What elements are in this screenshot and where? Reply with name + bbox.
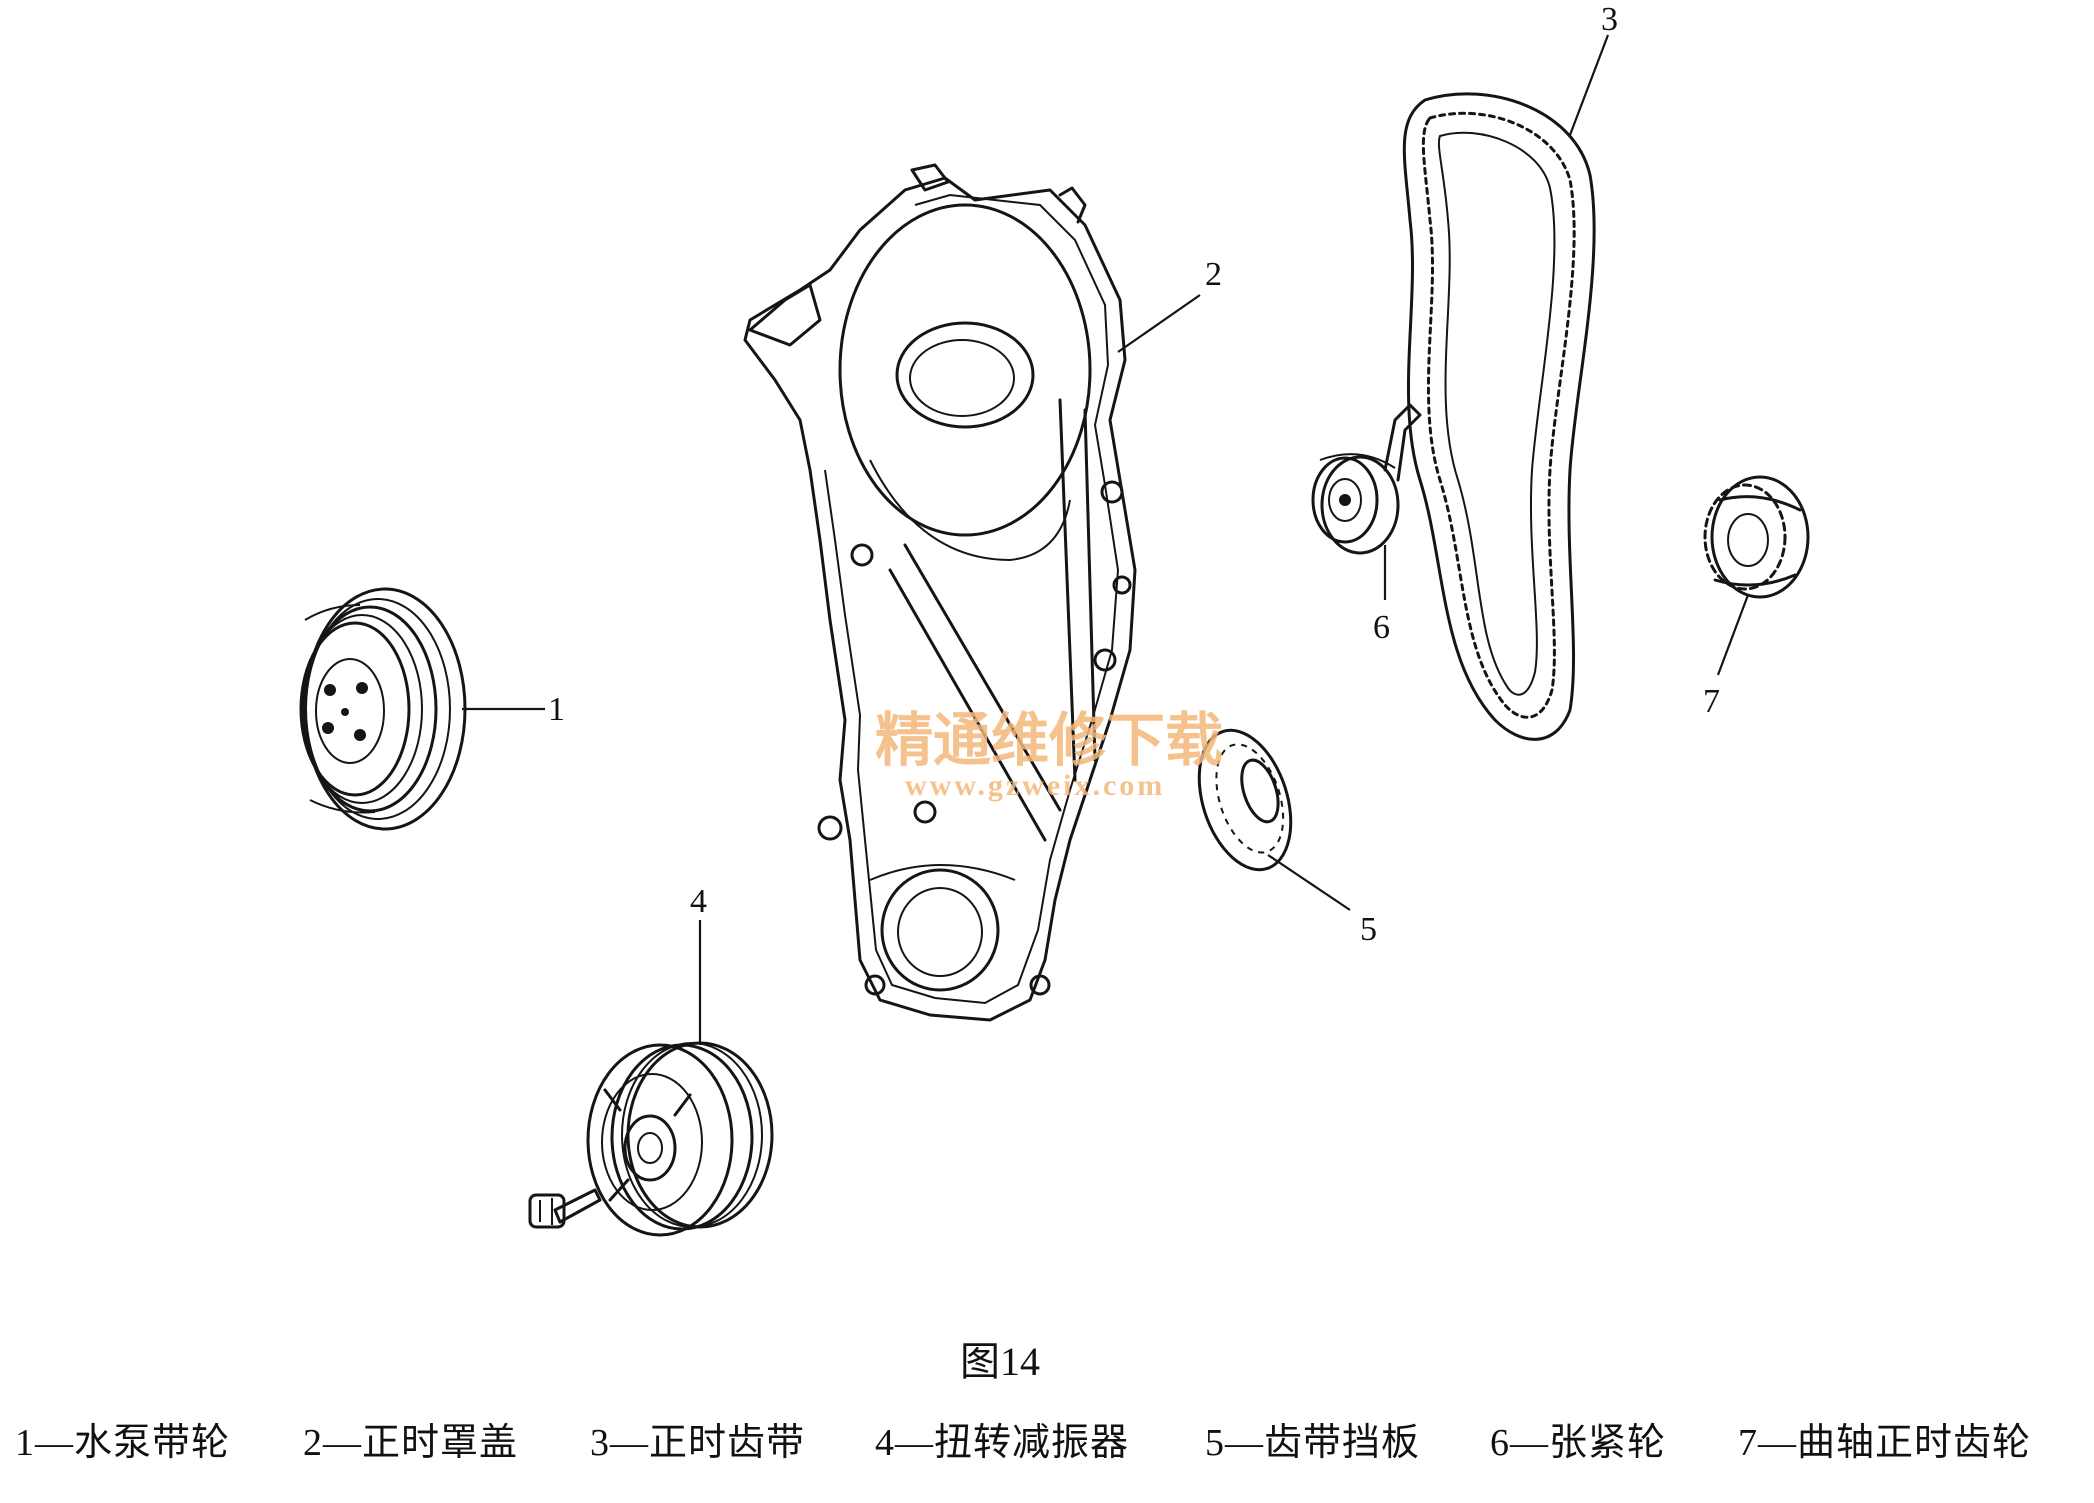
watermark-url: www.gzweix.com (905, 769, 1165, 802)
timing-belt (1402, 92, 1596, 741)
legend-item-5: 5—齿带挡板 (1205, 1422, 1420, 1464)
legend-item-3: 3—正时齿带 (590, 1422, 805, 1464)
callout-number-1: 1 (548, 691, 565, 728)
callout-number-4: 4 (690, 883, 707, 920)
water-pump-pulley (299, 587, 467, 831)
leader-line-3 (1568, 34, 1610, 136)
callout-number-7: 7 (1703, 683, 1720, 720)
callout-number-3: 3 (1601, 1, 1618, 38)
callout-number-5: 5 (1360, 911, 1377, 948)
leader-line-2 (1117, 294, 1201, 353)
legend-item-4: 4—扭转减振器 (875, 1422, 1129, 1464)
parts-legend: 1—水泵带轮 2—正时罩盖 3—正时齿带 4—扭转减振器 5—齿带挡板 6—张紧… (15, 1422, 2031, 1464)
callout-number-6: 6 (1373, 609, 1390, 646)
leader-line-7 (1716, 594, 1750, 676)
tensioner-pulley (1311, 403, 1422, 555)
leader-line-5 (1267, 854, 1351, 911)
legend-item-2: 2—正时罩盖 (303, 1422, 518, 1464)
legend-item-1: 1—水泵带轮 (15, 1422, 230, 1464)
timing-cover (743, 163, 1137, 1022)
figure-caption: 图14 (960, 1339, 1040, 1384)
legend-item-7: 7—曲轴正时齿轮 (1738, 1422, 2031, 1464)
torsional-damper (528, 1041, 774, 1237)
watermark-text: 精通维修下载 (875, 708, 1223, 773)
callout-number-2: 2 (1205, 256, 1222, 293)
crankshaft-timing-gear (1703, 475, 1810, 599)
legend-item-6: 6—张紧轮 (1490, 1422, 1666, 1464)
belt-guide-plate (1197, 728, 1293, 872)
